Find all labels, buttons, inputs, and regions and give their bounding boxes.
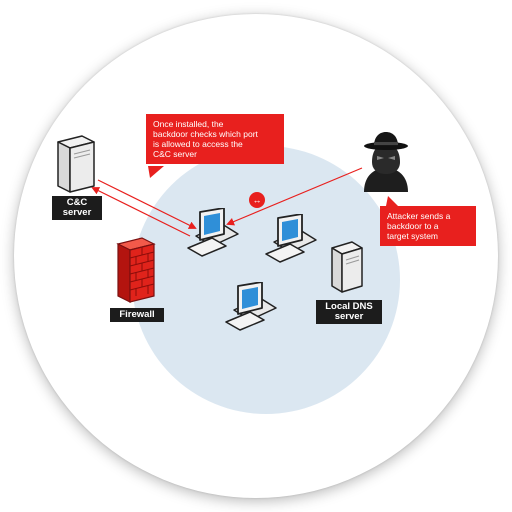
cc-server-label: C&C server — [52, 196, 102, 220]
server-icon — [57, 135, 95, 193]
network-computer-right — [264, 213, 318, 270]
local-dns-label-line-1: Local DNS — [325, 301, 373, 312]
computer-icon — [187, 207, 239, 257]
cc-server-label-line-2: server — [62, 207, 92, 218]
attacker-callout: Attacker sends a backdoor to a target sy… — [380, 206, 476, 246]
install-callout-line-2: backdoor checks which port — [153, 129, 258, 139]
attacker-node — [360, 132, 412, 194]
local-dns-server-node — [326, 240, 366, 294]
target-to-cc-arrow — [91, 187, 191, 237]
install-callout-line-1: Once installed, the — [153, 119, 224, 129]
cc-server-node — [50, 134, 98, 194]
firewall-node — [114, 236, 158, 306]
attacker-callout-line-3: target system — [387, 231, 439, 241]
computer-icon — [265, 213, 317, 263]
install-callout-line-4: C&C server — [153, 149, 197, 159]
network-computer-bottom — [224, 281, 278, 338]
install-callout: Once installed, the backdoor checks whic… — [146, 114, 284, 164]
hooded-attacker-icon — [364, 132, 408, 192]
blocked-connection-icon: ↔ — [249, 192, 265, 208]
computer-icon — [225, 281, 277, 331]
target-computer — [186, 207, 240, 264]
cc-to-target-arrow — [97, 179, 197, 229]
local-dns-label: Local DNS server — [316, 300, 382, 324]
firewall-label-text: Firewall — [119, 309, 155, 320]
local-dns-label-line-2: server — [334, 311, 364, 322]
attacker-to-target-arrow — [226, 167, 363, 226]
install-callout-line-3: is allowed to access the — [153, 139, 243, 149]
attacker-callout-line-1: Attacker sends a — [387, 211, 451, 221]
firewall-label: Firewall — [110, 308, 164, 322]
server-icon — [331, 241, 363, 293]
cc-server-label-line-1: C&C — [66, 197, 88, 208]
firewall-icon — [116, 237, 156, 303]
attacker-callout-line-2: backdoor to a — [387, 221, 439, 231]
